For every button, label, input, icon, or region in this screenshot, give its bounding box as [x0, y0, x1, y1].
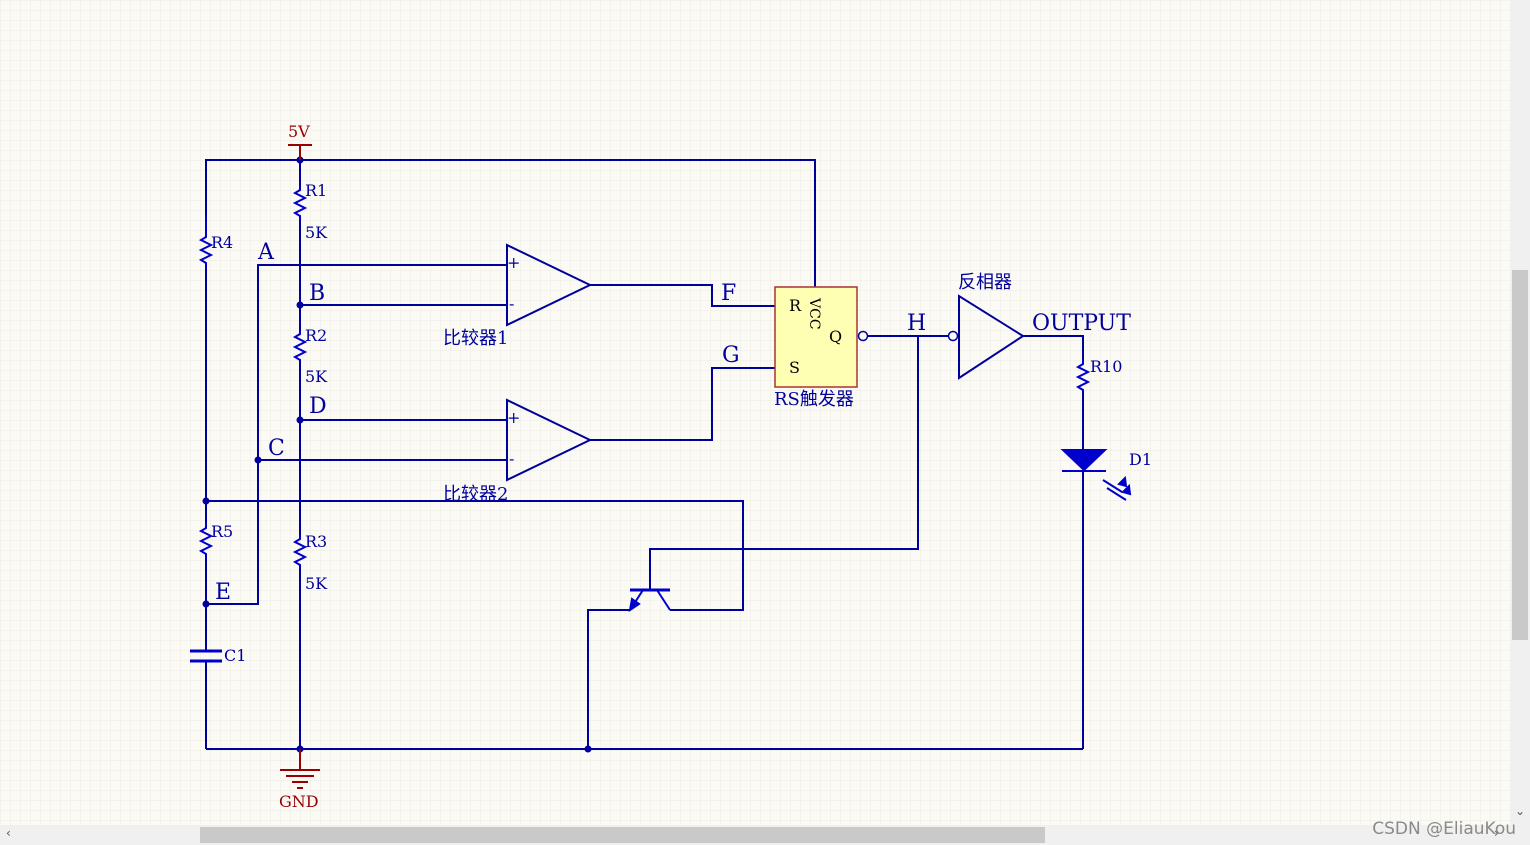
junction-dots	[202, 156, 592, 753]
r3-symbol	[292, 535, 308, 568]
inverter-input-bubble	[947, 330, 959, 342]
scroll-right-arrow-icon[interactable]: ›	[1494, 826, 1499, 840]
node-b-label: B	[309, 281, 325, 306]
vertical-scrollbar-thumb[interactable]	[1512, 270, 1528, 640]
comp2-minus: -	[509, 449, 514, 468]
comparator-1-label: 比较器1	[443, 328, 508, 349]
rs-flipflop-body	[774, 286, 858, 388]
r1-symbol	[292, 185, 308, 220]
grid-background	[0, 0, 1510, 825]
r5-symbol	[198, 522, 214, 560]
watermark: CSDN @EliauKou	[1372, 819, 1516, 839]
r5-label: R5	[211, 522, 233, 541]
node-d-label: D	[309, 394, 327, 419]
r2-label: R2	[305, 326, 327, 345]
comparator-2-symbol	[506, 398, 593, 482]
gnd-label: GND	[279, 792, 319, 811]
r3-label: R3	[305, 532, 327, 551]
led-d1-symbol	[1060, 449, 1132, 501]
d1-label: D1	[1129, 450, 1152, 469]
comp1-plus: +	[507, 253, 520, 272]
transistor-symbol	[628, 588, 671, 613]
capacitor-c1	[190, 649, 222, 663]
r10-label: R10	[1090, 357, 1122, 376]
comp2-plus: +	[507, 408, 520, 427]
inverter-symbol	[958, 294, 1025, 380]
output-label: OUTPUT	[1032, 311, 1131, 336]
r2-value: 5K	[305, 367, 328, 386]
wires	[205, 159, 1084, 750]
r4-label: R4	[211, 233, 233, 252]
scrollbar-corner	[1510, 825, 1530, 845]
node-e-label: E	[215, 580, 231, 605]
inverter-label: 反相器	[958, 272, 1012, 293]
labels: 5V GND R1 5K R2 5K R3 5K R4 R5 C1 R10 D1…	[211, 122, 1152, 811]
scroll-left-arrow-icon[interactable]: ‹	[6, 826, 11, 840]
schematic-canvas[interactable]: 5V GND R1 5K R2 5K R3 5K R4 R5 C1 R10 D1…	[0, 0, 1510, 825]
ff-q-pin: Q	[829, 327, 842, 346]
node-f-label: F	[721, 281, 736, 306]
comparator-1-symbol	[506, 243, 593, 327]
flipflop-label: RS触发器	[774, 389, 854, 410]
node-c-label: C	[268, 436, 285, 461]
r1-label: R1	[305, 181, 327, 200]
r4-symbol	[198, 215, 214, 269]
vcc-label: 5V	[288, 122, 310, 141]
node-g-label: G	[722, 343, 740, 368]
ff-vcc-pin: VCC	[806, 297, 822, 330]
r3-value: 5K	[305, 574, 328, 593]
node-h-label: H	[907, 311, 926, 336]
r1-value: 5K	[305, 223, 328, 242]
power-symbol	[288, 144, 312, 160]
ff-s-pin: S	[789, 358, 800, 377]
comparator-2-label: 比较器2	[443, 484, 508, 505]
node-a-label: A	[257, 240, 275, 265]
q-output-bubble	[857, 330, 869, 342]
r10-symbol	[1075, 360, 1091, 392]
comp1-minus: -	[509, 294, 514, 313]
resistor-zigzags	[198, 185, 1091, 568]
r2-symbol	[292, 330, 308, 362]
ff-r-pin: R	[789, 296, 802, 315]
c1-label: C1	[224, 646, 246, 665]
horizontal-scrollbar-thumb[interactable]	[200, 827, 1045, 843]
scroll-down-arrow-icon[interactable]: ⌄	[1515, 804, 1526, 818]
ground-symbol	[280, 749, 320, 789]
